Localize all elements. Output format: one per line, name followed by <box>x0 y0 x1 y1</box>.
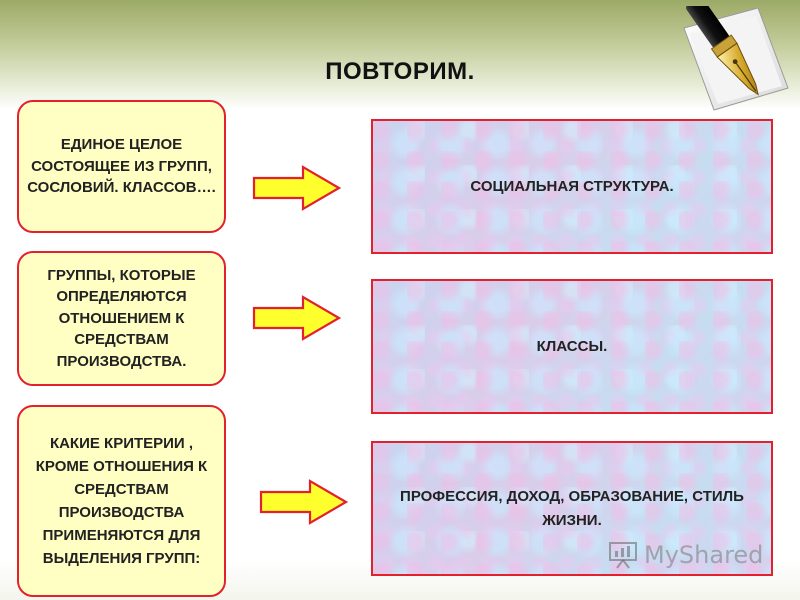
watermark-text: MyShared <box>644 541 764 569</box>
question-box-3: КАКИЕ КРИТЕРИИ , КРОМЕ ОТНОШЕНИЯ К СРЕДС… <box>17 405 226 597</box>
watermark: MyShared <box>608 538 763 572</box>
question-text-1: ЕДИНОЕ ЦЕЛОЕ СОСТОЯЩЕЕ ИЗ ГРУПП, СОСЛОВИ… <box>27 136 216 197</box>
presentation-chart-icon <box>609 542 637 569</box>
answer-box-2: КЛАССЫ. <box>371 279 773 414</box>
answer-text-1: СОЦИАЛЬНАЯ СТРУКТУРА. <box>470 177 674 195</box>
slide-title: ПОВТОРИМ. <box>325 58 475 85</box>
answer-text-2: КЛАССЫ. <box>536 337 608 355</box>
question-box-2: ГРУППЫ, КОТОРЫЕ ОПРЕДЕЛЯЮТСЯ ОТНОШЕНИЕМ … <box>17 251 226 386</box>
question-box-1: ЕДИНОЕ ЦЕЛОЕ СОСТОЯЩЕЕ ИЗ ГРУПП, СОСЛОВИ… <box>17 100 226 233</box>
answer-box-1: СОЦИАЛЬНАЯ СТРУКТУРА. <box>371 119 773 254</box>
right-arrow-icon <box>252 295 342 341</box>
question-text-2: ГРУППЫ, КОТОРЫЕ ОПРЕДЕЛЯЮТСЯ ОТНОШЕНИЕМ … <box>47 266 196 370</box>
right-arrow-icon <box>252 165 342 211</box>
right-arrow-icon <box>259 479 349 525</box>
answer-box-3: ПРОФЕССИЯ, ДОХОД, ОБРАЗОВАНИЕ, СТИЛЬ ЖИЗ… <box>371 441 773 576</box>
fountain-pen-icon <box>683 6 789 111</box>
question-text-3: КАКИЕ КРИТЕРИИ , КРОМЕ ОТНОШЕНИЯ К СРЕДС… <box>35 435 208 567</box>
answer-text-3: ПРОФЕССИЯ, ДОХОД, ОБРАЗОВАНИЕ, СТИЛЬ ЖИЗ… <box>400 487 744 529</box>
